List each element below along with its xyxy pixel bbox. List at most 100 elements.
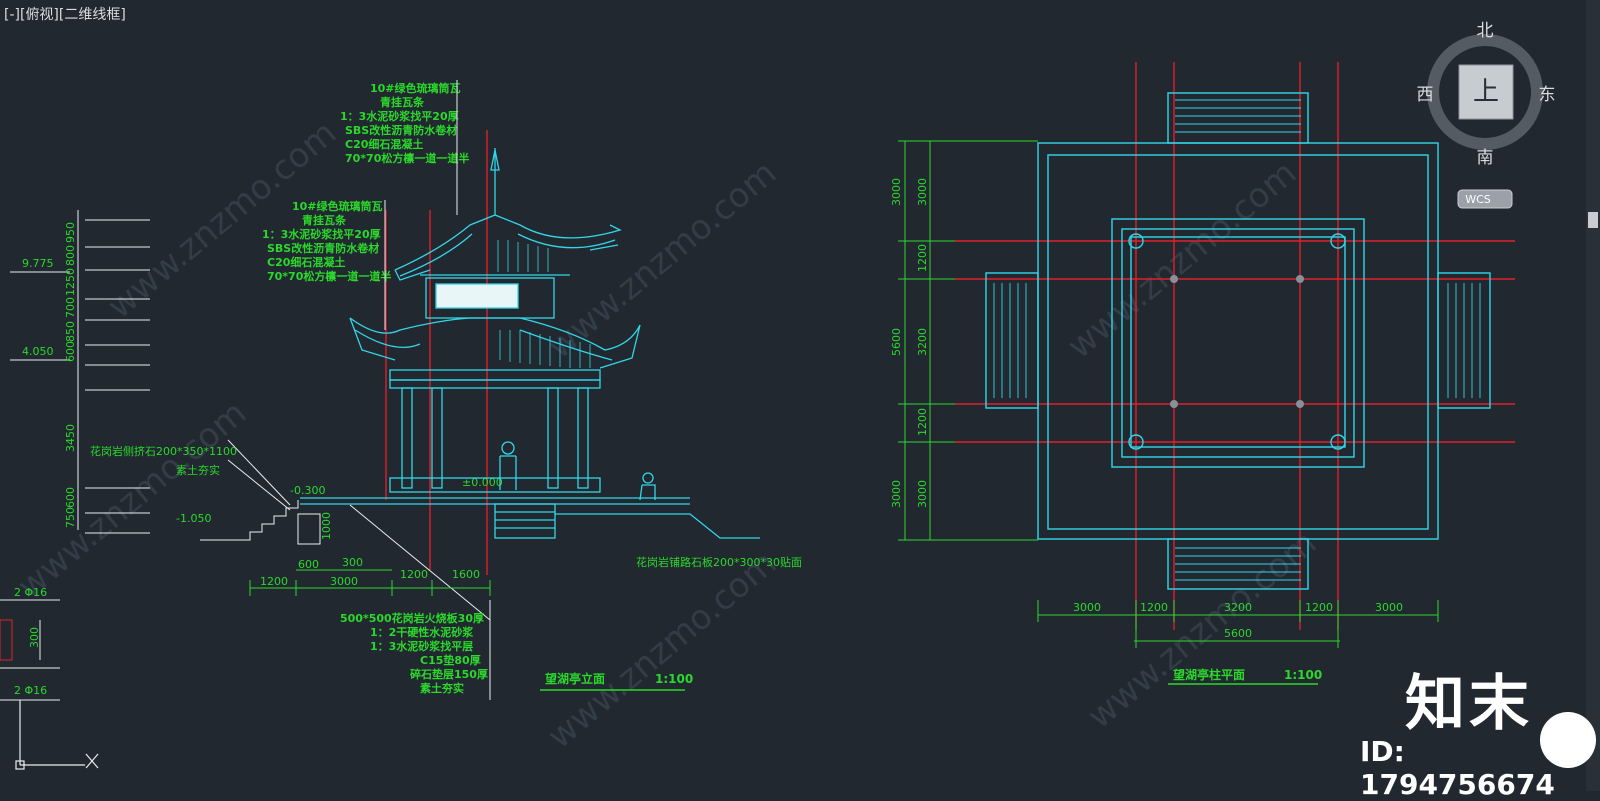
- dim-600: 600: [64, 341, 77, 362]
- floor-spec-5: 碎石垫层150厚: [410, 667, 488, 681]
- fill-label: 素土夯实: [176, 463, 220, 477]
- roof-lower-5: C20细石混凝土: [267, 255, 345, 269]
- compass-north[interactable]: 北: [1477, 21, 1494, 41]
- plan-bottom-dim-1: 3000: [1073, 601, 1101, 614]
- plan-bottom-dims: 3000 1200 3200 1200 3000 5600: [1073, 601, 1403, 640]
- watermark-site-text-6: www.znzmo.com: [10, 393, 254, 607]
- elevation-title-text: 望湖亭立面: [545, 671, 605, 686]
- roof-lower-2: 青挂瓦条: [302, 213, 347, 227]
- plan-left-dim-lines: [898, 140, 1038, 541]
- dim-1250: 1250: [64, 268, 77, 296]
- viewcube-ring[interactable]: [1427, 34, 1543, 150]
- watermark-brand: 知末: [1405, 669, 1533, 739]
- bottom-dimension-values: 1200 3000 1200 1600 600 300 1000: [260, 512, 480, 588]
- plan-left-dim-5: 3000: [916, 480, 929, 508]
- wcs-label: WCS: [1465, 193, 1491, 206]
- roof-lower-3: 1：3水泥砂浆找平20厚: [262, 227, 381, 241]
- roof-lower-6: 70*70松方檩一道一道半: [267, 269, 391, 283]
- compass-south[interactable]: 南: [1477, 148, 1494, 168]
- plan-title: 望湖亭柱平面 1:100: [1173, 667, 1322, 682]
- plan-left-dim-3: 3200: [916, 328, 929, 356]
- dim-3450: 3450: [64, 424, 77, 452]
- viewcube-face-label: 上: [1473, 77, 1499, 107]
- roof-upper-1: 10#绿色琉璃筒瓦: [370, 81, 461, 95]
- dim-700: 700: [64, 297, 77, 318]
- floor-spec: 500*500花岗岩火烧板30厚 1：2干硬性水泥砂浆 1：3水泥砂浆找平层 C…: [340, 611, 488, 695]
- plan-bottom-dim-lines: [1037, 600, 1439, 648]
- watermark-site-text-5: www.znzmo.com: [1080, 523, 1324, 737]
- bdim-300: 300: [342, 556, 363, 569]
- bdim-1000: 1000: [320, 512, 333, 540]
- dim-750: 750: [64, 507, 77, 528]
- roof-lower-1: 10#绿色琉璃筒瓦: [292, 199, 383, 213]
- bdim-1200b: 1200: [400, 568, 428, 581]
- plan-scale-text: 1:100: [1284, 668, 1322, 682]
- roof-upper-5: C20细石混凝土: [345, 137, 423, 151]
- level-dimension-values: 950 800 1250 700 850 600 3450 600 750: [64, 222, 77, 528]
- slab-label: 花岗岩铺路石板200*300*30贴面: [636, 555, 802, 569]
- plan-bottom-dim-4: 1200: [1305, 601, 1333, 614]
- floor-spec-1: 500*500花岗岩火烧板30厚: [340, 611, 484, 625]
- small-dim-3: 2 Φ16: [14, 684, 47, 697]
- plan-outline: [985, 92, 1491, 590]
- small-detail: [0, 599, 60, 701]
- watermark-site-text-2: www.znzmo.com: [540, 153, 784, 367]
- plan-bottom-dim-3: 3200: [1224, 601, 1252, 614]
- plan-title-text: 望湖亭柱平面: [1173, 667, 1245, 682]
- plan-left-outer-bottom: 3000: [890, 480, 903, 508]
- plan-left-dim-4: 1200: [916, 408, 929, 436]
- bottom-dimension-lines: [249, 569, 491, 596]
- dim-850: 850: [64, 321, 77, 342]
- roof-upper-6: 70*70松方檩一道一道半: [345, 151, 469, 165]
- plan-left-dim-2: 1200: [916, 244, 929, 272]
- compass-west[interactable]: 西: [1417, 85, 1434, 105]
- foundation-lines: [200, 439, 491, 621]
- plan-columns: [1128, 233, 1346, 450]
- bdim-1600: 1600: [452, 568, 480, 581]
- plan-axes: [955, 62, 1515, 630]
- viewport-controls-label[interactable]: [-][俯视][二维线框]: [4, 7, 126, 23]
- plan-left-dim-1: 3000: [916, 178, 929, 206]
- roof-spec-lower: 10#绿色琉璃筒瓦 青挂瓦条 1：3水泥砂浆找平20厚 SBS改性沥青防水卷材 …: [262, 199, 391, 283]
- compass-east[interactable]: 东: [1539, 85, 1556, 105]
- small-detail-labels: 2 Φ16 300 2 Φ16: [14, 586, 47, 697]
- dim-950: 950: [64, 222, 77, 243]
- level-9775: 9.775: [22, 257, 54, 270]
- level-minus-1050: -1.050: [176, 512, 211, 525]
- plan-drawing: 3000 3000 1200 5600 3200 1200 3000 3000 …: [890, 62, 1515, 685]
- wcs-button[interactable]: [1457, 189, 1513, 209]
- bdim-3000: 3000: [330, 575, 358, 588]
- dim-800: 800: [64, 245, 77, 266]
- level-dimension-lines: [10, 210, 150, 534]
- roof-upper-2: 青挂瓦条: [380, 95, 425, 109]
- roof-upper-4: SBS改性沥青防水卷材: [345, 123, 457, 137]
- watermark-site-text-3: www.znzmo.com: [1060, 153, 1304, 367]
- small-dim-2: 300: [28, 627, 41, 648]
- dim-600b: 600: [64, 487, 77, 508]
- viewcube-face[interactable]: [1458, 64, 1514, 120]
- plan-total-dim: 5600: [1224, 627, 1252, 640]
- mascot-icon: [1540, 712, 1596, 768]
- vertical-scrollbar[interactable]: [1586, 0, 1600, 791]
- roof-lower-4: SBS改性沥青防水卷材: [267, 241, 379, 255]
- plan-bottom-dim-5: 3000: [1375, 601, 1403, 614]
- roof-leader-lines: [384, 80, 458, 330]
- plan-left-dims: 3000 3000 1200 5600 3200 1200 3000 3000: [890, 178, 929, 508]
- roof-spec-upper: 10#绿色琉璃筒瓦 青挂瓦条 1：3水泥砂浆找平20厚 SBS改性沥青防水卷材 …: [340, 81, 469, 165]
- bdim-600: 600: [298, 558, 319, 571]
- level-markers: 9.775 4.050 -0.300 -1.050 ±0.000: [22, 257, 503, 525]
- level-4050: 4.050: [22, 345, 54, 358]
- plan-left-total: 5600: [890, 328, 903, 356]
- roof-upper-3: 1：3水泥砂浆找平20厚: [340, 109, 459, 123]
- level-minus-0300: -0.300: [290, 484, 325, 497]
- pavilion-structure: [300, 148, 760, 539]
- floor-spec-3: 1：3水泥砂浆找平层: [370, 639, 473, 653]
- small-dim-1: 2 Φ16: [14, 586, 47, 599]
- foundation-labels: 花岗岩侧挤石200*350*1100 素土夯实 花岗岩铺路石板200*300*3…: [90, 444, 802, 569]
- stone-label: 花岗岩侧挤石200*350*1100: [90, 444, 237, 458]
- elevation-drawing: 950 800 1250 700 850 600 3450 600 750 9.…: [0, 80, 802, 770]
- scrollbar-thumb[interactable]: [1588, 212, 1598, 228]
- plan-bottom-dim-2: 1200: [1140, 601, 1168, 614]
- viewcube[interactable]: 上 北 南 西 东 WCS: [1417, 21, 1556, 209]
